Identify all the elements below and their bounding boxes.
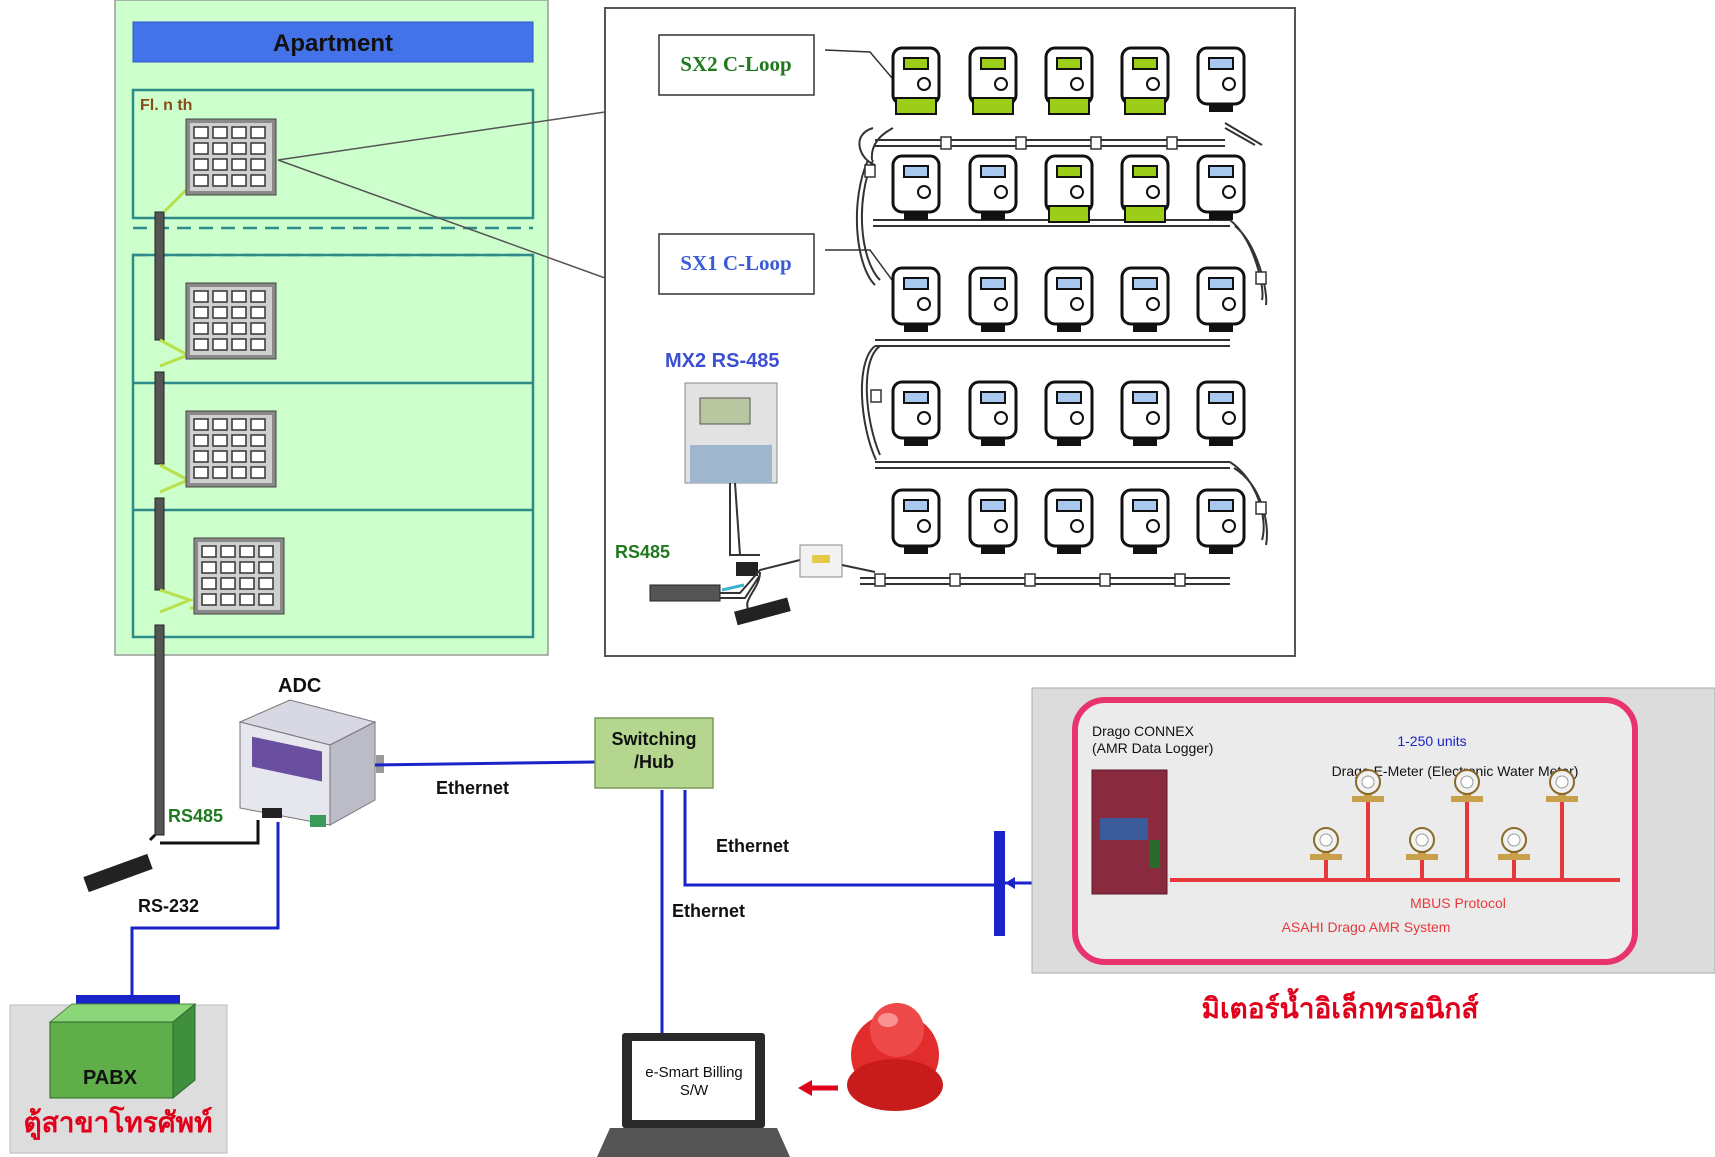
switch-line1: Switching	[612, 729, 697, 749]
water-meter-icon	[1196, 154, 1246, 222]
mx2-meter-icon	[684, 382, 778, 484]
keypad-panel-icon	[185, 282, 277, 360]
adc-title: ADC	[278, 675, 321, 697]
cable-connector-icon	[1166, 136, 1178, 150]
water-meter-icon	[968, 488, 1018, 556]
adc-rs485-label: RS485	[168, 806, 223, 826]
pabx-top-bar	[76, 995, 180, 1004]
water-meter-icon	[1196, 46, 1246, 114]
ethernet-label-3: Ethernet	[672, 901, 745, 921]
emeter-label: Drago E-Meter (Electronic Water Meter)	[1332, 763, 1579, 779]
adc-device-icon	[238, 699, 384, 827]
cable-connector-icon	[1024, 573, 1036, 587]
connex-line2: (AMR Data Logger)	[1092, 740, 1213, 756]
pabx-box-icon	[48, 1002, 197, 1100]
ethernet-bus-bar	[994, 831, 1005, 936]
cable-connector-icon	[1090, 136, 1102, 150]
adc-rs232-label: RS-232	[138, 896, 199, 916]
billing-line2: S/W	[680, 1082, 709, 1099]
inset-rs485-label: RS485	[615, 542, 670, 562]
water-meter-icon	[968, 46, 1018, 116]
water-meter-icon	[1196, 266, 1246, 334]
ethernet-lines	[130, 760, 1000, 1035]
cable-connector-icon	[940, 136, 952, 150]
switch-line2: /Hub	[634, 752, 674, 772]
keypad-panel-icon	[185, 410, 277, 488]
mbus-lines	[1170, 800, 1620, 882]
water-meter-icon	[891, 380, 941, 448]
user-arrow-head	[798, 1080, 812, 1096]
rs485-cable	[148, 820, 260, 845]
connex-line1: Drago CONNEX	[1092, 723, 1195, 739]
meter-loop-inset	[604, 7, 1296, 657]
water-meter-icon	[968, 266, 1018, 334]
water-meter-icon	[1044, 380, 1094, 448]
drago-frame	[1072, 697, 1638, 965]
water-meter-icon	[891, 266, 941, 334]
sx1-label: SX1 C-Loop	[680, 251, 791, 275]
mbus-label: MBUS Protocol	[1410, 895, 1506, 911]
loop-cabling	[729, 122, 1268, 585]
water-meter-icon	[1120, 380, 1170, 448]
sx2-label: SX2 C-Loop	[680, 52, 791, 76]
units-label: 1-250 units	[1397, 733, 1466, 749]
keypad-panel-icon	[185, 118, 277, 196]
pabx-label: PABX	[83, 1067, 138, 1089]
water-meter-icon	[891, 488, 941, 556]
ethernet-label-2: Ethernet	[716, 836, 789, 856]
floor-label: Fl. n th	[140, 97, 192, 114]
billing-line1: e-Smart Billing	[645, 1064, 743, 1081]
zoom-line	[277, 159, 606, 279]
water-meter-icon	[1044, 266, 1094, 334]
bus-arrow-tail	[1005, 877, 1015, 889]
water-meter-icon	[968, 380, 1018, 448]
cable-connector-icon	[874, 573, 886, 587]
converter-icon	[649, 544, 876, 626]
user-icon	[847, 1003, 943, 1111]
floor-partitions	[131, 88, 535, 639]
cable-connector-icon	[1099, 573, 1111, 587]
system-label: ASAHI Drago AMR System	[1282, 919, 1451, 935]
water-meter-icon	[1120, 266, 1170, 334]
water-meter-icon	[1120, 488, 1170, 556]
water-meter-icon	[1044, 488, 1094, 556]
cable-connector-icon	[870, 389, 882, 403]
apartment-header	[132, 21, 534, 63]
sx1-pointer	[825, 249, 893, 281]
cable-connector-icon	[1174, 573, 1186, 587]
cable-connector-icon	[1255, 501, 1267, 515]
keypad-panel-icon	[193, 537, 285, 615]
water-meter-icon	[968, 154, 1018, 222]
cable-connector-icon	[864, 164, 876, 178]
water-meter-icon	[1120, 46, 1170, 116]
apartment-title: Apartment	[273, 30, 393, 57]
water-meter-icon	[1196, 380, 1246, 448]
zoom-line	[277, 111, 606, 161]
water-meter-icon	[1120, 154, 1170, 224]
sx2-label-box	[658, 34, 815, 96]
water-meter-icon	[891, 46, 941, 116]
drago-thai-caption: มิเตอร์น้ำอิเล็กทรอนิกส์	[1202, 987, 1480, 1025]
laptop-icon	[597, 1033, 790, 1157]
switch-hub-icon	[594, 717, 714, 789]
water-meter-icon	[1044, 154, 1094, 224]
mx2-label: MX2 RS-485	[665, 350, 780, 372]
cable-connector-icon	[949, 573, 961, 587]
cable-connector-icon	[1015, 136, 1027, 150]
water-meter-icon	[1196, 488, 1246, 556]
sx2-pointer	[824, 49, 893, 79]
cable-connector-icon	[1255, 271, 1267, 285]
rs485-plug	[83, 853, 153, 893]
water-meter-icon	[1044, 46, 1094, 116]
water-meter-icon	[891, 154, 941, 222]
ethernet-label-1: Ethernet	[436, 778, 509, 798]
data-logger-icon	[1091, 769, 1168, 895]
pabx-thai-caption: ตู้สาขาโทรศัพท์	[23, 1105, 212, 1140]
sx1-label-box	[658, 233, 815, 295]
